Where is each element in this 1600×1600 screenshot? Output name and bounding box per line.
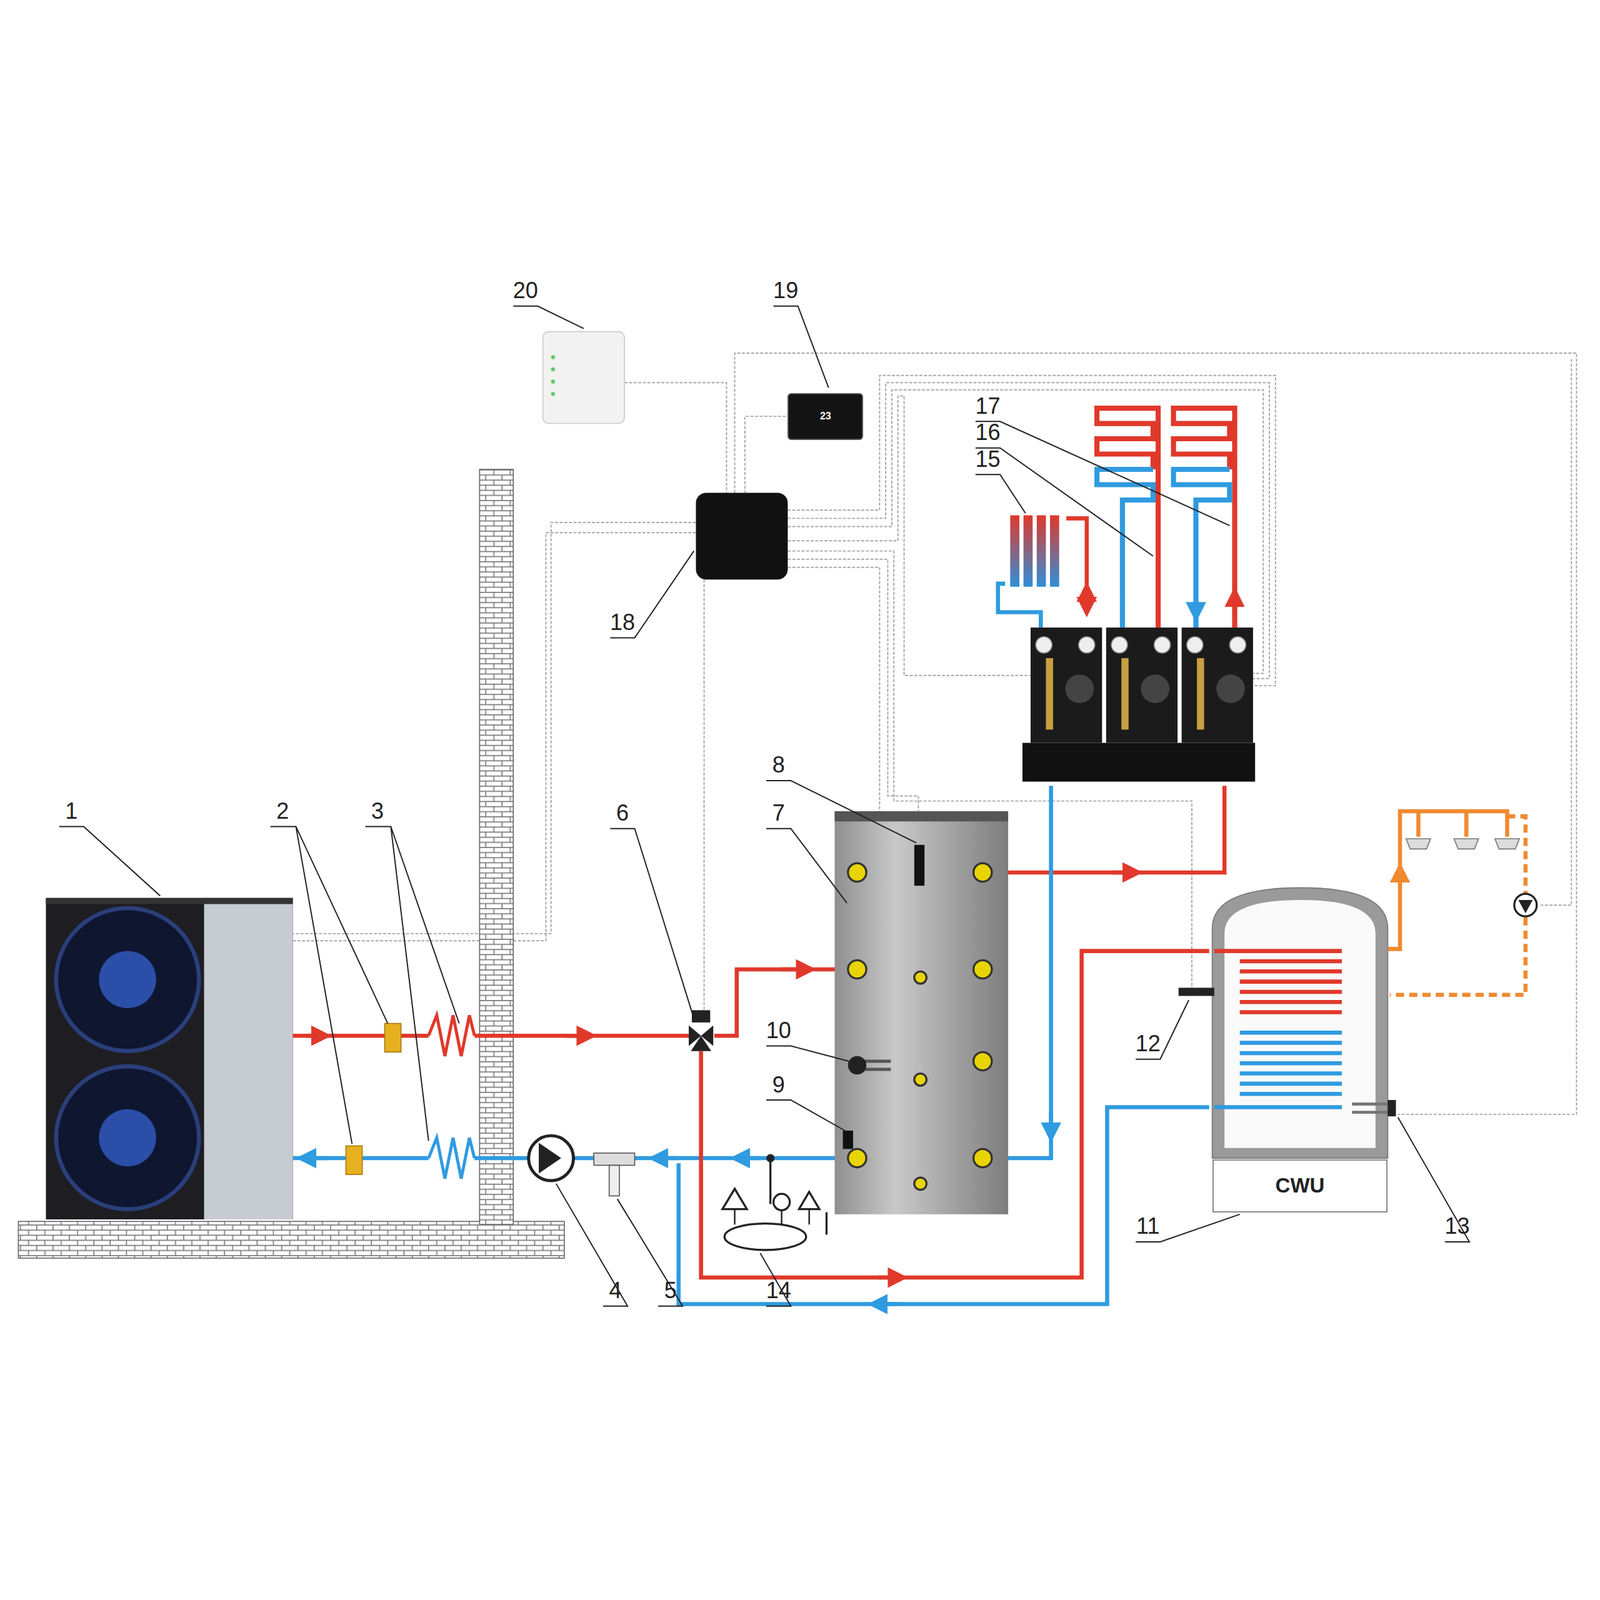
callout-number: 19 — [773, 279, 799, 302]
callout-number: 18 — [610, 611, 635, 634]
callout-number: 10 — [766, 1019, 792, 1042]
callout-number: 3 — [371, 800, 384, 823]
controller-display: 23 — [787, 393, 864, 440]
callout-number: 4 — [608, 1279, 622, 1302]
callout-number: 9 — [772, 1073, 785, 1097]
node-text: CWU — [1275, 1173, 1325, 1198]
callout-number: 5 — [664, 1279, 677, 1302]
callout-number: 11 — [1136, 1215, 1160, 1238]
tank-label-box: CWU — [1212, 1159, 1389, 1213]
callout-number: 17 — [975, 395, 1000, 418]
node-text: 23 — [820, 410, 832, 422]
callout-number: 6 — [616, 801, 629, 825]
callout-number: 8 — [772, 753, 785, 777]
callout-number: 12 — [1135, 1032, 1161, 1055]
callout-number: 2 — [276, 800, 289, 823]
callout-number: 15 — [975, 448, 1000, 471]
callout-number: 14 — [766, 1279, 792, 1302]
callout-number: 13 — [1444, 1215, 1470, 1238]
callout-number: 16 — [975, 421, 1000, 444]
callout-number: 1 — [65, 800, 78, 823]
callout-number: 20 — [513, 279, 539, 302]
callout-number: 7 — [772, 801, 785, 825]
